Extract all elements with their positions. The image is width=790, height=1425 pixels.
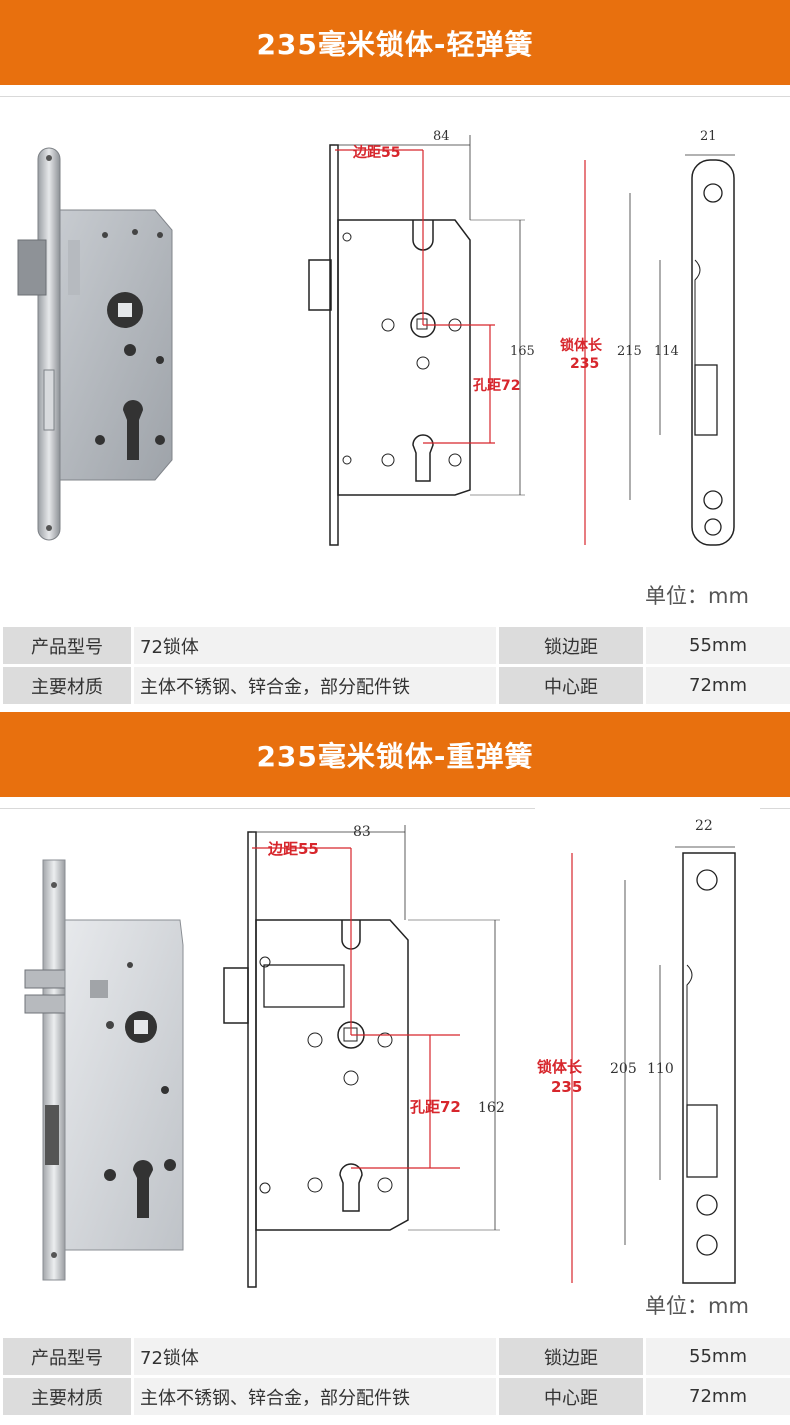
spec-key: 锁边距 — [496, 624, 646, 667]
spec-value: 72mm — [643, 664, 790, 707]
spec-key: 产品型号 — [0, 624, 134, 667]
spec-key: 产品型号 — [0, 1335, 134, 1378]
lock-technical-drawing-icon: 84 165 边距55 孔距72 — [295, 115, 545, 547]
faceplate-drawing-icon: 22 205 110 锁体长 235 — [535, 805, 760, 1290]
dim-height: 165 — [510, 344, 535, 359]
spec-key: 锁边距 — [496, 1335, 646, 1378]
section-banner-heavy-spring: 235毫米锁体-重弹簧 — [0, 712, 790, 797]
spec-value: 72锁体 — [131, 1335, 499, 1378]
body-length-label: 锁体长 — [560, 337, 603, 354]
lock-body-photo-icon — [24, 859, 184, 1281]
section-title: 235毫米锁体-重弹簧 — [256, 739, 534, 773]
dim-faceplate-slot-span: 114 — [654, 344, 679, 359]
spec-key: 中心距 — [496, 1375, 646, 1418]
hole-spacing-label: 孔距72 — [473, 378, 520, 394]
faceplate-drawing-icon: 21 215 114 锁体长 235 — [555, 115, 755, 547]
dim-faceplate-width: 21 — [700, 129, 717, 144]
table-row: 产品型号 72锁体 锁边距 55mm — [0, 624, 790, 667]
lock-technical-drawing-icon: 83 162 边距55 孔距72 — [220, 820, 520, 1292]
table-row: 产品型号 72锁体 锁边距 55mm — [0, 1335, 790, 1378]
body-length-value: 235 — [570, 356, 599, 372]
section-banner-light-spring: 235毫米锁体-轻弹簧 — [0, 0, 790, 85]
spec-value: 72锁体 — [131, 624, 499, 667]
dim-faceplate-hole-span: 215 — [617, 344, 642, 359]
divider — [0, 808, 790, 809]
spec-value: 主体不锈钢、锌合金，部分配件铁 — [131, 1375, 499, 1418]
divider — [0, 96, 790, 97]
hole-spacing-label: 孔距72 — [410, 1098, 461, 1116]
section-title: 235毫米锁体-轻弹簧 — [256, 27, 534, 61]
body-length-value: 235 — [551, 1078, 582, 1096]
table-row: 主要材质 主体不锈钢、锌合金，部分配件铁 中心距 72mm — [0, 1375, 790, 1418]
spec-key: 主要材质 — [0, 1375, 134, 1418]
spec-value: 主体不锈钢、锌合金，部分配件铁 — [131, 664, 499, 707]
dim-width: 83 — [353, 824, 371, 840]
unit-label: 单位：mm — [645, 584, 749, 608]
dim-faceplate-slot-span: 110 — [647, 1061, 674, 1077]
dim-faceplate-width: 22 — [695, 818, 713, 834]
body-length-label: 锁体长 — [537, 1058, 583, 1076]
dim-height: 162 — [478, 1100, 505, 1116]
table-row: 主要材质 主体不锈钢、锌合金，部分配件铁 中心距 72mm — [0, 664, 790, 707]
unit-label: 单位：mm — [645, 1294, 749, 1318]
spec-table: 产品型号 72锁体 锁边距 55mm 主要材质 主体不锈钢、锌合金，部分配件铁 … — [0, 624, 790, 707]
spec-table: 产品型号 72锁体 锁边距 55mm 主要材质 主体不锈钢、锌合金，部分配件铁 … — [0, 1335, 790, 1418]
dim-faceplate-hole-span: 205 — [610, 1061, 637, 1077]
dim-width: 84 — [433, 129, 450, 144]
lock-body-photo-icon — [17, 147, 173, 541]
backset-label: 边距55 — [267, 840, 319, 858]
spec-value: 55mm — [643, 624, 790, 667]
backset-label: 边距55 — [352, 145, 400, 161]
spec-value: 72mm — [643, 1375, 790, 1418]
spec-key: 中心距 — [496, 664, 646, 707]
spec-value: 55mm — [643, 1335, 790, 1378]
spec-key: 主要材质 — [0, 664, 134, 707]
